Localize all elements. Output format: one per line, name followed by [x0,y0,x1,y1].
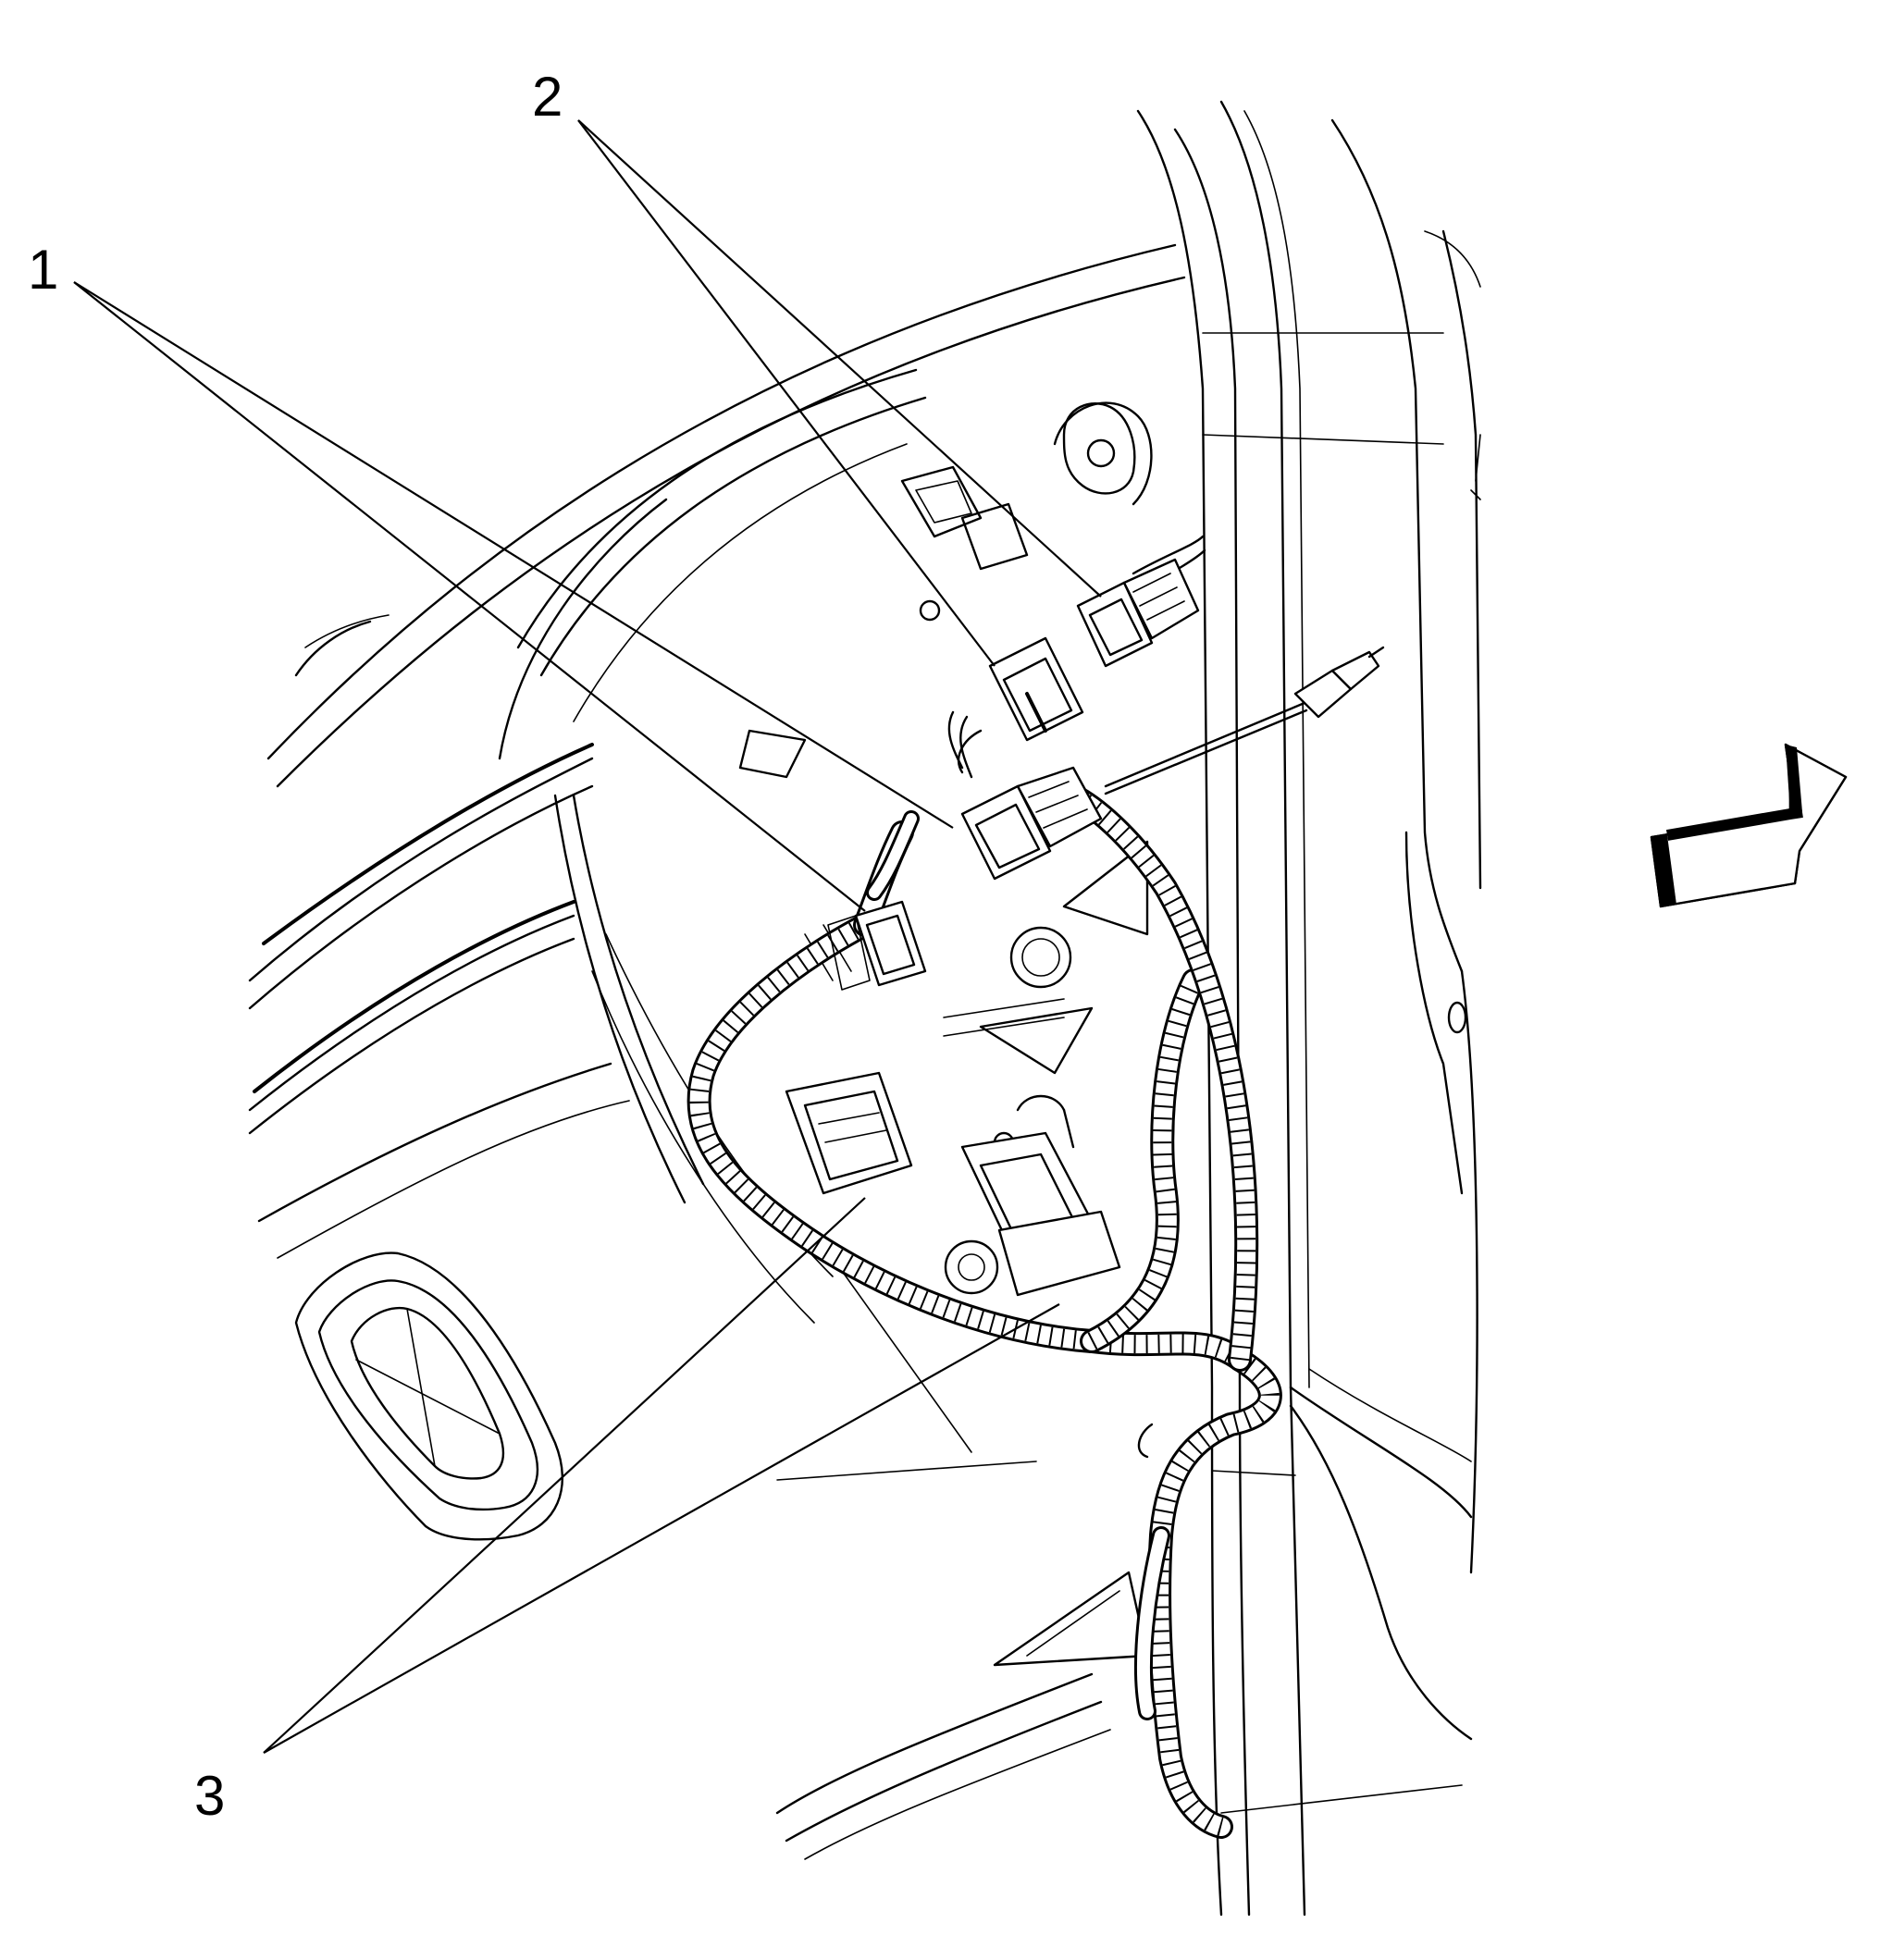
leader-2a [577,119,996,667]
leader-1a [73,281,954,829]
callout-labels: 1 2 3 [28,66,563,1827]
connector-pair-1 [827,766,1103,991]
mounting-brackets [738,401,1154,1667]
callout-leaders [73,119,1102,1754]
leader-1b [73,281,866,912]
wiring-harness [686,535,1385,1839]
leader-3a [263,1197,866,1754]
connector-pair-2 [957,558,1200,774]
leader-2b [577,119,1102,598]
view-direction-arrow-icon [1650,743,1848,908]
callout-1: 1 [28,239,58,301]
leader-3b [263,1303,1060,1754]
connector-pair-3 [785,1071,1121,1297]
callout-3: 3 [194,1765,225,1827]
door-panel-outline [248,243,1186,1860]
callout-2: 2 [532,66,563,128]
door-handle [294,1251,564,1541]
